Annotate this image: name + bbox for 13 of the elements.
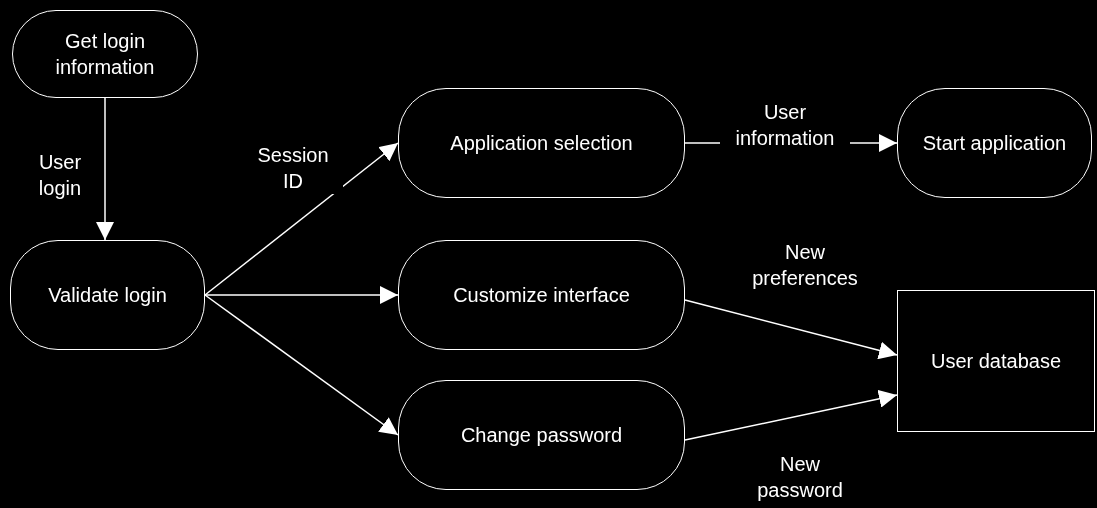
arrow: [684, 299, 898, 360]
process-box: Validate login: [10, 240, 205, 350]
arrow: [96, 97, 114, 241]
process-box: Change password: [398, 380, 685, 490]
process-box: Customize interface: [398, 240, 685, 350]
arrow: [684, 389, 898, 441]
process-box: Application selection: [398, 88, 685, 198]
process-box: Start application: [897, 88, 1092, 198]
process-box: Get login information: [12, 10, 198, 98]
arrow: [204, 294, 399, 436]
arrow: [204, 286, 399, 304]
data-store-box: User database: [897, 290, 1095, 432]
arrow: [204, 142, 399, 296]
